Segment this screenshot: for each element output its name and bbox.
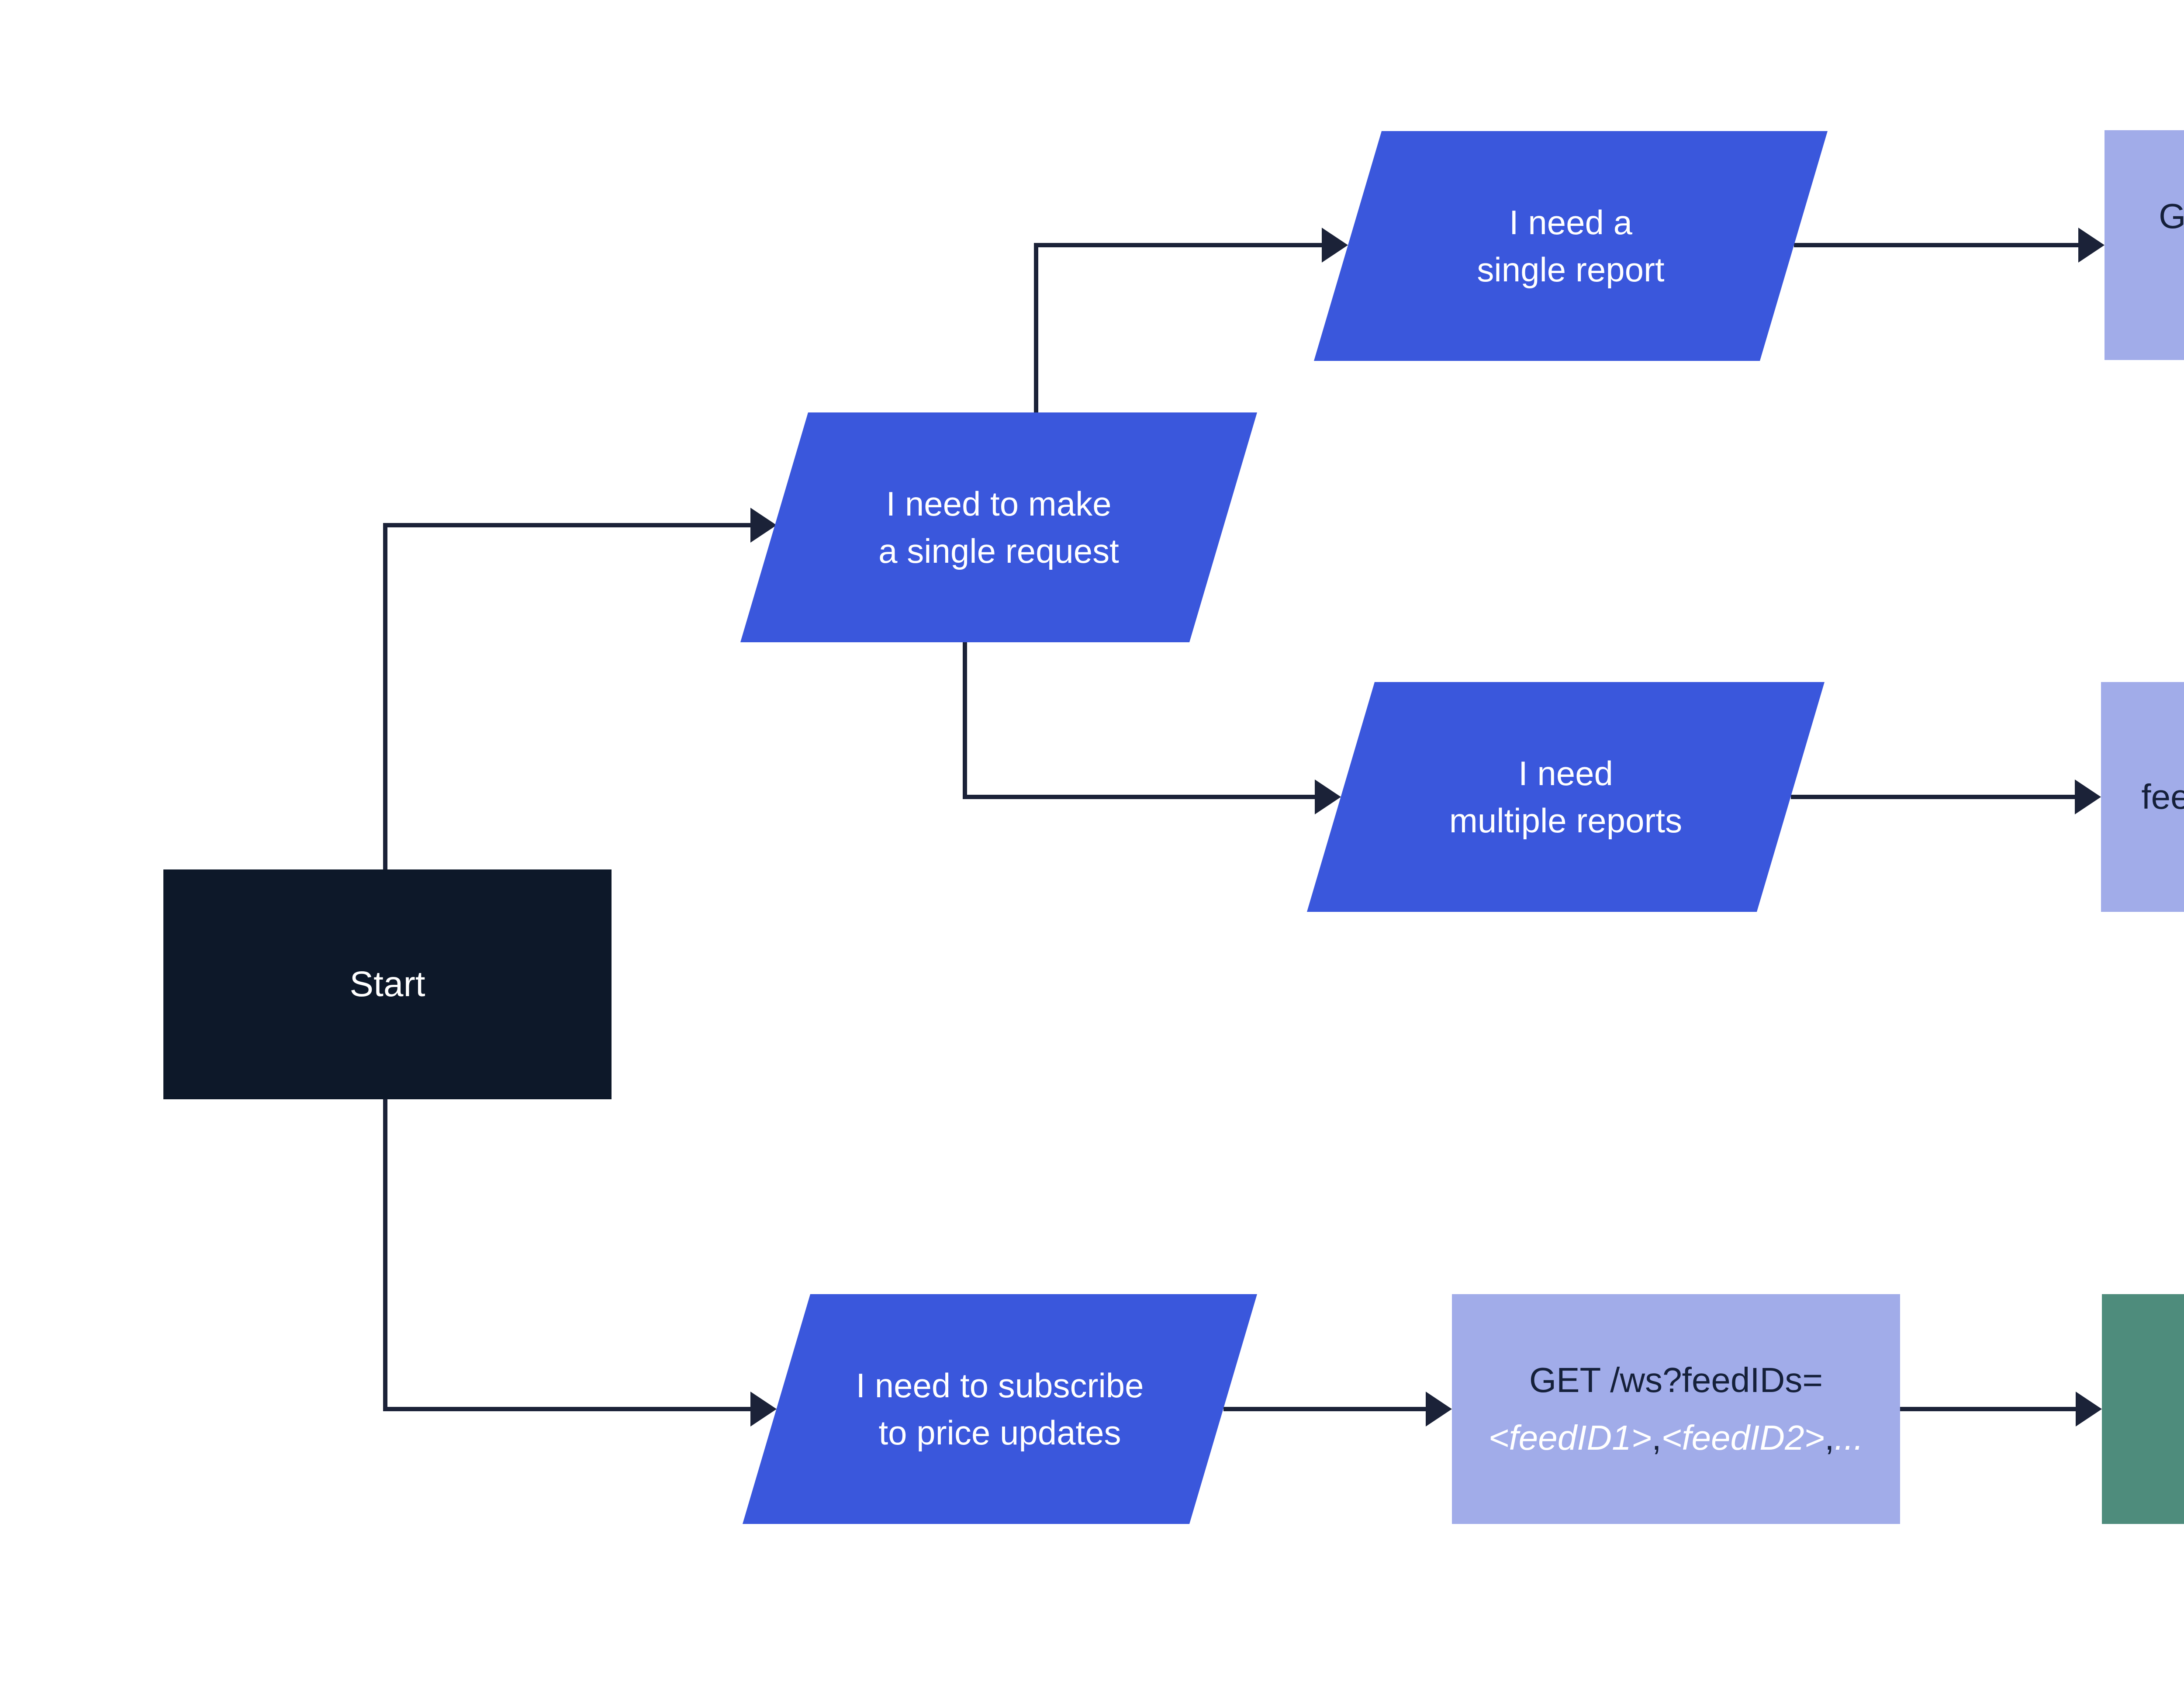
request-single-report-box: GET /reports?feedID=<feedID>&timestamp=<… xyxy=(2105,130,2184,360)
arrowhead-right-icon xyxy=(750,1392,777,1427)
connector-start-up-horizontal xyxy=(383,523,750,527)
arrowhead-right-icon xyxy=(1322,228,1348,263)
connector-start-down-horizontal xyxy=(383,1407,752,1411)
decision-subscribe-line1: I need to subscribe xyxy=(856,1366,1144,1405)
start-node: Start xyxy=(163,869,612,1099)
request-websocket-box: GET /ws?feedIDs=<feedID1>,<feedID2>,... xyxy=(1452,1294,1900,1524)
decision-single-request-line1: I need to make xyxy=(886,485,1112,523)
arrowhead-right-icon xyxy=(1426,1392,1452,1427)
start-node-label: Start xyxy=(349,964,425,1004)
decision-single-report-line1: I need a xyxy=(1509,203,1632,242)
connector-singlereq-up-vertical xyxy=(1034,243,1038,415)
decision-subscribe-line2: to price updates xyxy=(878,1413,1121,1452)
decision-multiple-reports-line2: multiple reports xyxy=(1449,801,1683,840)
arrowhead-right-icon xyxy=(1315,779,1341,814)
arrowhead-right-icon xyxy=(2075,779,2101,814)
decision-single-request: I need to make a single request xyxy=(740,412,1257,642)
connector-subscribe-to-ws xyxy=(1223,1407,1427,1411)
arrowhead-right-icon xyxy=(2076,1392,2102,1427)
decision-multiple-reports: I need multiple reports xyxy=(1307,682,1825,912)
connector-multireports-to-request xyxy=(1791,795,2076,799)
connector-singlereq-up-horizontal xyxy=(1034,243,1323,247)
decision-single-report-line2: single report xyxy=(1477,250,1665,289)
decision-multiple-reports-line1: I need xyxy=(1518,754,1613,793)
response-stream-box: [feedID1, report] [feedID2, report] ... xyxy=(2102,1294,2184,1524)
request-bulk-reports-box: GET /reports/bulk?feedIDs=<feedID1>,<fee… xyxy=(2101,682,2184,912)
connector-singlereport-to-request xyxy=(1794,243,2079,247)
arrowhead-right-icon xyxy=(2078,228,2105,263)
connector-start-up-vertical xyxy=(383,525,387,869)
decision-single-report: I need a single report xyxy=(1314,131,1828,361)
connector-singlereq-down-horizontal xyxy=(963,795,1316,799)
connector-singlereq-down-vertical xyxy=(963,642,967,799)
decision-subscribe-price-updates: I need to subscribe to price updates xyxy=(743,1294,1257,1524)
connector-ws-to-stream xyxy=(1900,1407,2077,1411)
decision-single-request-line2: a single request xyxy=(878,532,1119,570)
connector-start-down-vertical xyxy=(383,1099,387,1411)
